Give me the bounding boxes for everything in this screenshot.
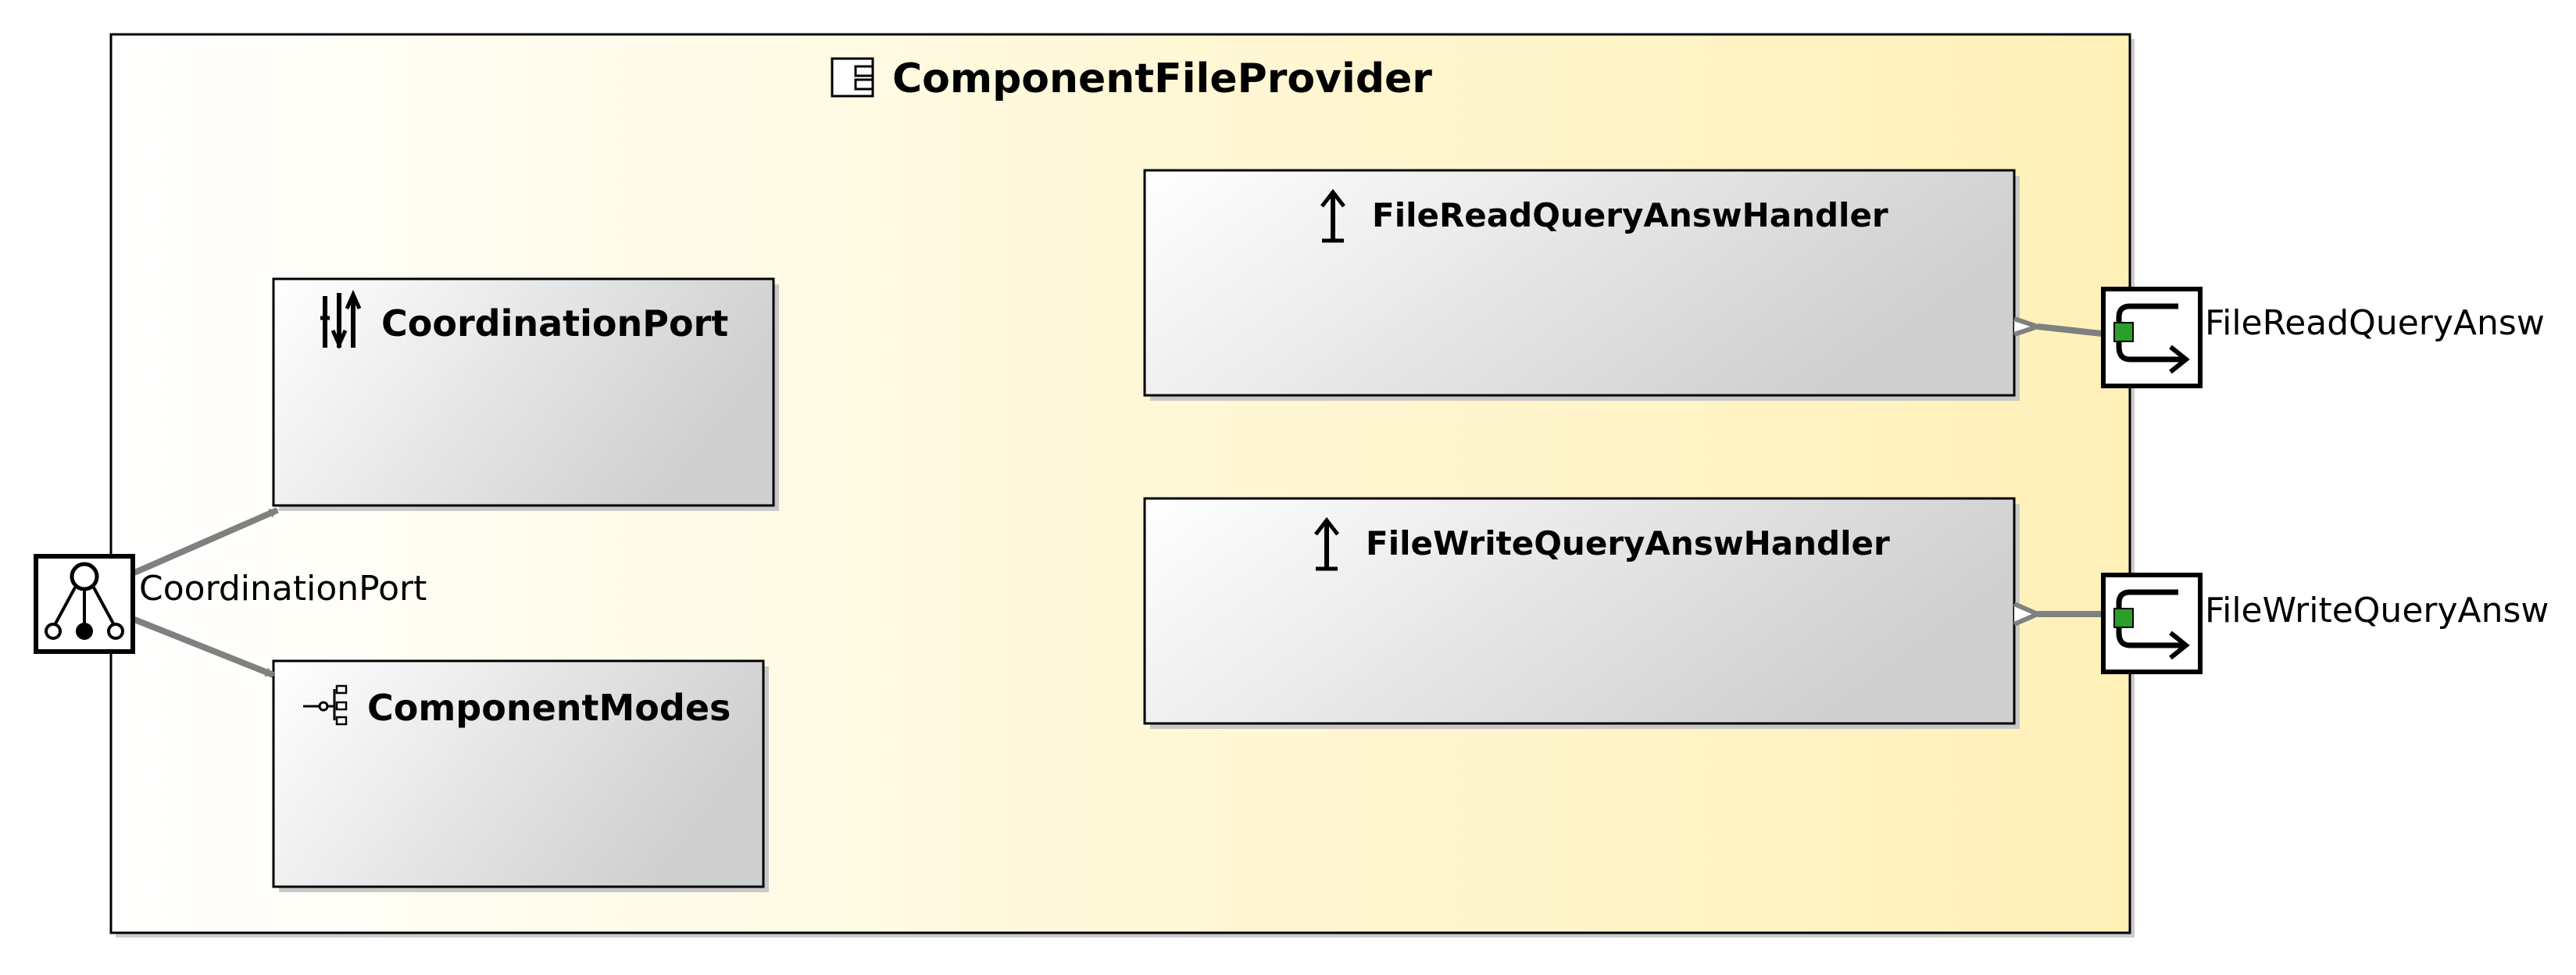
connector-write-handler-to-port <box>2013 602 2102 627</box>
component-title: ComponentFileProvider <box>892 55 1432 102</box>
arrow-up-icon <box>1320 188 1345 243</box>
file-read-query-answ-label: FileReadQueryAnsw <box>2205 303 2545 343</box>
file-read-query-answ-port[interactable] <box>2101 287 2203 388</box>
part-file-write-query-answ-handler[interactable]: FileWriteQueryAnswHandler <box>1143 497 2020 729</box>
connector-read-handler-to-port <box>2013 316 2103 337</box>
coordination-port-label: CoordinationPort <box>139 569 427 609</box>
part-file-read-query-answ-handler[interactable]: FileReadQueryAnswHandler <box>1143 169 2020 401</box>
connector-coordination-to-modes <box>133 616 275 678</box>
arrow-up-icon <box>1314 516 1339 571</box>
part-title-file-read-handler: FileReadQueryAnswHandler <box>1372 196 1888 234</box>
modes-icon <box>303 684 348 726</box>
part-title-component-modes: ComponentModes <box>367 687 731 729</box>
component-icon <box>831 57 874 98</box>
file-write-query-answ-label: FileWriteQueryAnsw <box>2205 591 2549 630</box>
query-answer-port-icon <box>2113 303 2190 374</box>
coordination-icon <box>320 289 362 350</box>
part-coordination-port[interactable]: CoordinationPort <box>272 277 779 511</box>
connector-coordination-to-port <box>133 507 279 576</box>
coordination-port-icon <box>45 562 124 640</box>
part-component-modes[interactable]: ComponentModes <box>272 659 769 892</box>
part-title-coordination-port: CoordinationPort <box>381 302 728 345</box>
query-answer-port-icon <box>2113 589 2190 660</box>
file-write-query-answ-port[interactable] <box>2101 573 2203 674</box>
coordination-port[interactable] <box>34 554 135 654</box>
part-title-file-write-handler: FileWriteQueryAnswHandler <box>1366 524 1890 562</box>
